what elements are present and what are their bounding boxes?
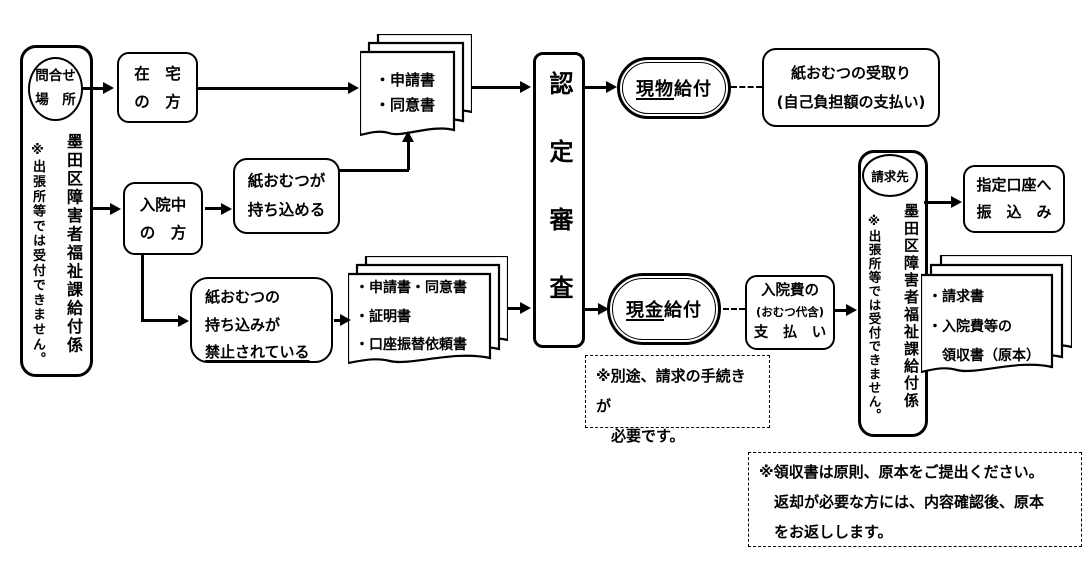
hospital-payment-line2: (おむつ代含) <box>755 304 824 319</box>
billing-office-note: ※出張所等では受付できません。 <box>866 213 882 423</box>
arrowhead <box>340 314 351 326</box>
arrow-docs2-to-review <box>508 306 523 310</box>
arrowhead <box>951 196 962 208</box>
billing-office-name: 墨田区障害者福祉課給付係 <box>902 203 920 410</box>
diaper-prohibited-box: 紙おむつの 持ち込みが 禁止されている <box>190 277 333 363</box>
inkind-benefit-stadium: 現物給付 <box>617 57 731 119</box>
arrowhead <box>598 303 609 315</box>
hospital-doc-line1: ・申請書・同意書 <box>355 280 467 296</box>
diaper-prohibited-line2: 持ち込みが <box>205 315 281 334</box>
home-person-line1: 在 宅 <box>134 64 181 83</box>
certification-review-label: 認定審査 <box>545 71 573 343</box>
billing-doc-line3: 領収書（原本） <box>928 348 1040 364</box>
arrow-payment-to-billing <box>833 308 849 312</box>
hospitalized-person-box: 入院中 の 方 <box>123 182 203 255</box>
application-doc-line: ・申請書 <box>375 71 436 89</box>
cash-benefit-stadium: 現金給付 <box>607 273 721 345</box>
arrow-docs-to-review <box>472 85 522 89</box>
hospital-payment-line3: 支 払 い <box>753 324 827 341</box>
separate-claim-note: ※別途、請求の手続きが 必要です。 <box>585 355 770 445</box>
hospitalized-line1: 入院中 <box>139 195 187 214</box>
inquiry-badge-label: 問合せ 場 所 <box>35 68 76 108</box>
arrow-inquiry-to-hospitalized <box>93 207 111 210</box>
arrow-home-to-docs <box>198 86 350 90</box>
arrow-billing-to-transfer <box>924 200 954 204</box>
arrow-allowed-to-docs-h <box>339 168 409 172</box>
diaper-prohibited-line1: 紙おむつの <box>205 288 281 306</box>
arrowhead <box>348 82 359 94</box>
arrowhead <box>520 302 531 314</box>
billing-doc-line2: ・入院費等の <box>928 318 1012 335</box>
connector-cash-to-payment <box>723 308 745 310</box>
arrowhead <box>402 131 414 142</box>
arrow-review-to-cash <box>585 307 600 311</box>
consent-doc-line: ・同意書 <box>375 96 436 114</box>
application-docs-stack: ・申請書 ・同意書 <box>360 34 472 138</box>
billing-office-box: 墨田区障害者福祉課給付係 ※出張所等では受付できません。 <box>858 150 928 437</box>
connector-inkind-to-receive <box>731 86 762 88</box>
arrowhead <box>520 81 531 93</box>
diaper-allowed-line1: 紙おむつが <box>247 172 326 190</box>
arrow-prohibited-to-docs <box>334 318 343 322</box>
document-pages-icon <box>348 256 508 365</box>
arrow-hospitalized-to-prohibited-v <box>140 255 144 321</box>
arrow-allowed-to-docs-v <box>406 142 410 170</box>
arrow-hospitalized-to-allowed <box>205 207 223 210</box>
billing-badge-ellipse: 請求先 <box>862 154 918 197</box>
bank-transfer-line1: 指定口座へ <box>976 176 1052 194</box>
arrowhead <box>110 202 121 215</box>
receipt-original-note: ※領収書は原則、原本をご提出ください。 返却が必要な方には、内容確認後、原本 を… <box>748 452 1082 547</box>
certification-review-box: 認定審査 <box>533 52 585 348</box>
arrowhead <box>103 82 114 94</box>
hospital-payment-box: 入院費の (おむつ代含) 支 払 い <box>745 275 835 350</box>
diaper-receive-line2: (自己負担額の支払い) <box>776 92 926 111</box>
bank-transfer-box: 指定口座へ 振 込 み <box>963 165 1065 233</box>
arrow-review-to-inkind <box>585 85 608 89</box>
hospital-payment-line1: 入院費の <box>761 282 819 299</box>
diaper-receive-line1: 紙おむつの受取り <box>790 63 911 82</box>
inquiry-office-name: 墨田区障害者福祉課給付係 <box>64 133 83 355</box>
document-pages-icon <box>921 255 1072 374</box>
inquiry-badge-circle: 問合せ 場 所 <box>28 57 83 121</box>
home-person-box: 在 宅 の 方 <box>117 52 198 123</box>
billing-doc-line1: ・請求書 <box>928 289 984 305</box>
inquiry-office-note: ※出張所等では受付できません。 <box>30 143 45 367</box>
cash-benefit-label-underlined: 現金 <box>626 300 664 321</box>
diaper-receive-box: 紙おむつの受取り (自己負担額の支払い) <box>762 48 940 127</box>
hospital-doc-line3: ・口座振替依頼書 <box>355 337 467 353</box>
billing-badge-label: 請求先 <box>871 169 909 184</box>
arrowhead <box>221 202 232 215</box>
bank-transfer-line2: 振 込 み <box>976 203 1052 221</box>
hospital-docs-stack: ・申請書・同意書 ・証明書 ・口座振替依頼書 <box>348 256 508 368</box>
cash-benefit-label-rest: 給付 <box>664 300 702 321</box>
inkind-benefit-label-underlined: 現物 <box>636 79 674 100</box>
arrow-inquiry-to-home <box>82 86 104 90</box>
document-pages-icon <box>360 34 472 137</box>
arrow-hospitalized-to-prohibited-h <box>140 319 181 322</box>
home-person-line2: の 方 <box>134 92 181 111</box>
arrowhead <box>846 304 857 316</box>
diaper-allowed-line2: 持ち込める <box>247 201 326 219</box>
diaper-allowed-box: 紙おむつが 持ち込める <box>233 158 340 234</box>
arrowhead <box>178 314 189 327</box>
diaper-prohibited-line3: 禁止されている <box>205 343 310 361</box>
hospital-doc-line2: ・証明書 <box>355 308 411 325</box>
billing-docs-stack: ・請求書 ・入院費等の 領収書（原本） <box>921 255 1072 377</box>
hospitalized-line2: の 方 <box>139 223 187 242</box>
inkind-benefit-label-rest: 給付 <box>674 79 712 100</box>
arrowhead <box>606 81 617 93</box>
